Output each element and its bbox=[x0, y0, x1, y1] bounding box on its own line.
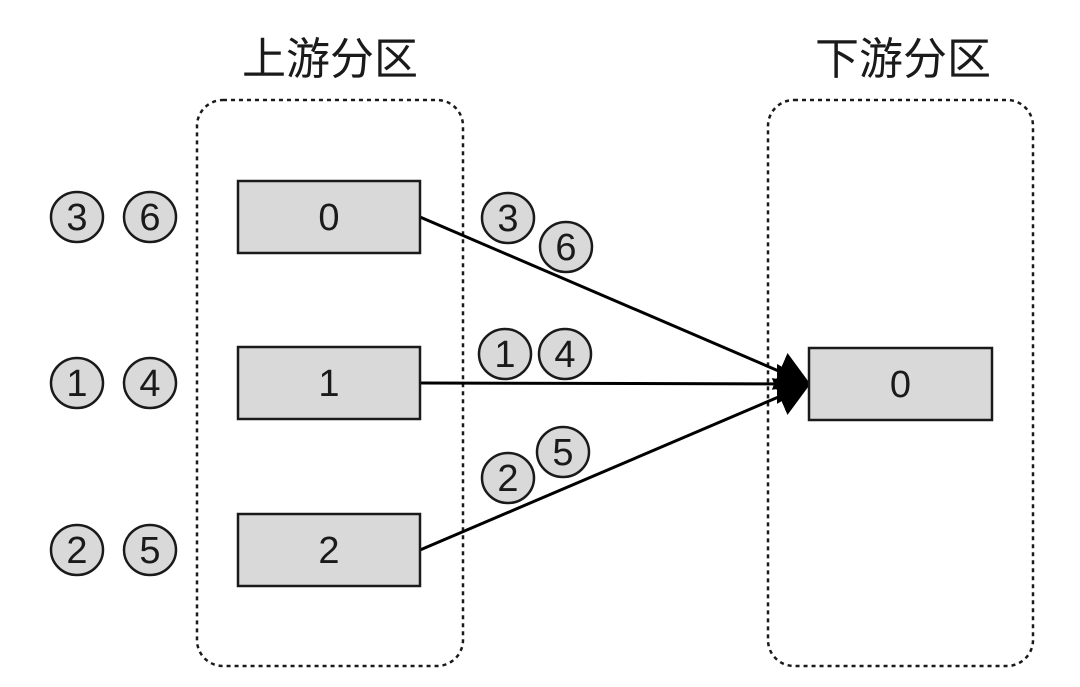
record-circle bbox=[480, 451, 536, 505]
pending-record-6: 6 bbox=[122, 190, 178, 244]
upstream-title: 上游分区 bbox=[242, 34, 418, 85]
record-circle bbox=[537, 327, 593, 381]
downstream-title: 下游分区 bbox=[815, 34, 991, 85]
record-circle bbox=[480, 191, 536, 245]
in-flight-record-2: 2 bbox=[480, 451, 536, 505]
edge-2-to-0 bbox=[419, 378, 811, 552]
record-label: 1 bbox=[66, 363, 87, 405]
upstream-partition-1: 1 bbox=[236, 345, 422, 421]
pending-record-2: 2 bbox=[49, 523, 105, 577]
upstream-partition-2: 2 bbox=[236, 512, 422, 588]
record-label: 5 bbox=[552, 432, 573, 474]
pending-record-1: 1 bbox=[49, 356, 105, 410]
partition-box bbox=[236, 179, 422, 255]
record-circle bbox=[535, 425, 591, 479]
record-circle bbox=[477, 327, 533, 381]
downstream-partitions: 0 bbox=[807, 346, 994, 422]
record-label: 3 bbox=[66, 197, 87, 239]
record-label: 1 bbox=[494, 334, 515, 376]
in-flight-record-5: 5 bbox=[535, 425, 591, 479]
pending-record-5: 5 bbox=[122, 523, 178, 577]
partition-box bbox=[807, 346, 994, 422]
partition-box bbox=[236, 512, 422, 588]
pending-record-3: 3 bbox=[49, 190, 105, 244]
in-flight-record-3: 3 bbox=[480, 191, 536, 245]
record-label: 4 bbox=[139, 363, 160, 405]
downstream-panel bbox=[766, 98, 1035, 668]
record-label: 2 bbox=[66, 530, 87, 572]
upstream-panel bbox=[195, 98, 465, 668]
in-flight-record-1: 1 bbox=[477, 327, 533, 381]
record-circle bbox=[538, 220, 594, 274]
partition-label: 0 bbox=[318, 197, 339, 239]
edges bbox=[419, 215, 811, 552]
record-label: 2 bbox=[497, 458, 518, 500]
in-flight-record-4: 4 bbox=[537, 327, 593, 381]
record-circle bbox=[49, 356, 105, 410]
upstream-partition-0: 0 bbox=[236, 179, 422, 255]
record-label: 6 bbox=[139, 197, 160, 239]
record-label: 5 bbox=[139, 530, 160, 572]
record-label: 3 bbox=[497, 198, 518, 240]
upstream-partitions: 0 1 2 bbox=[236, 179, 422, 588]
record-circle bbox=[49, 190, 105, 244]
record-circle bbox=[122, 190, 178, 244]
record-circle bbox=[49, 523, 105, 577]
record-circle bbox=[122, 356, 178, 410]
in-flight-record-6: 6 bbox=[538, 220, 594, 274]
edge-0-to-0 bbox=[419, 215, 811, 390]
partition-label: 2 bbox=[318, 530, 339, 572]
partition-box bbox=[236, 345, 422, 421]
partition-label: 1 bbox=[318, 363, 339, 405]
edge-1-to-0 bbox=[419, 363, 811, 404]
partition-label: 0 bbox=[890, 364, 911, 406]
downstream-partition-0: 0 bbox=[807, 346, 994, 422]
record-label: 4 bbox=[554, 334, 575, 376]
record-label: 6 bbox=[555, 227, 576, 269]
pending-record-4: 4 bbox=[122, 356, 178, 410]
record-circle bbox=[122, 523, 178, 577]
